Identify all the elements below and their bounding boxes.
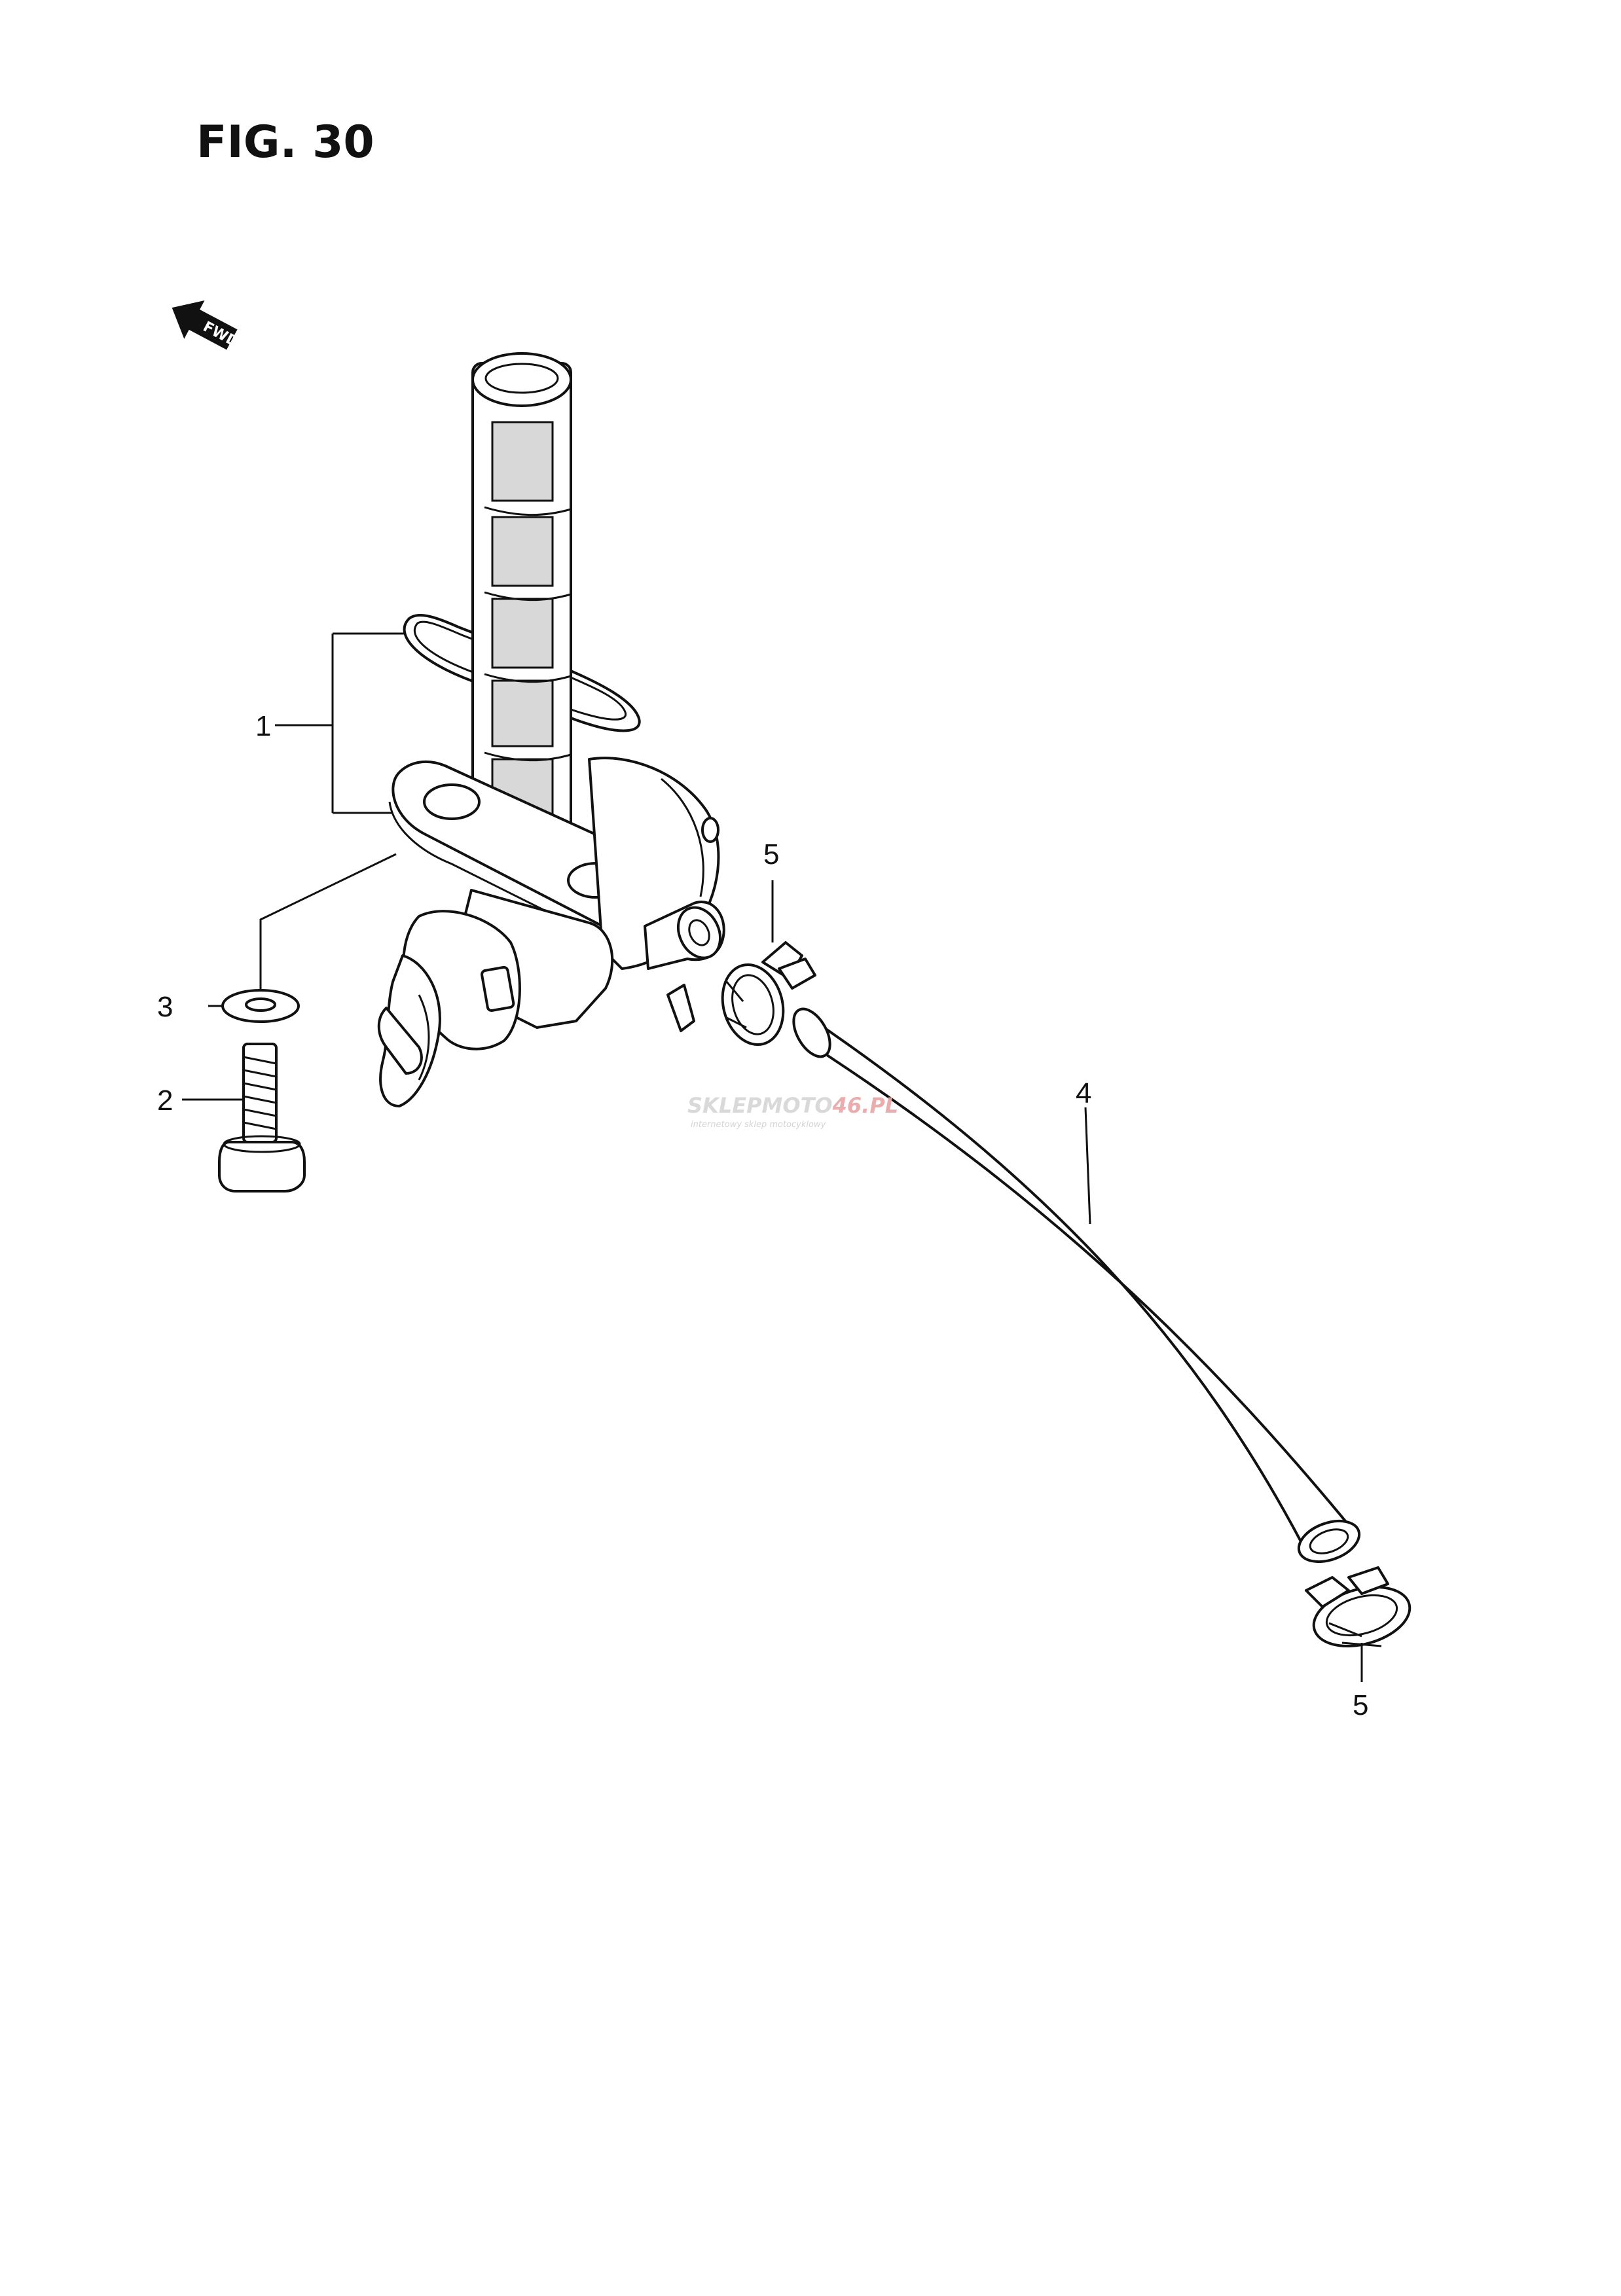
callout-5-upper: 5 — [763, 838, 779, 870]
forward-arrow-icon: FWD — [172, 300, 241, 351]
watermark-brand-gray: SKLEPMOTO — [687, 1093, 833, 1118]
callout-5-lower: 5 — [1353, 1689, 1368, 1721]
callout-3: 3 — [157, 991, 173, 1023]
screw-icon — [218, 1043, 306, 1193]
figure-title: FIG. 30 — [196, 117, 374, 168]
svg-text:SKLEPMOTO46.PL: SKLEPMOTO46.PL — [687, 1093, 898, 1118]
watermark-tagline: internetowy sklep motocyklowy — [691, 1120, 826, 1130]
callout-4: 4 — [1076, 1077, 1091, 1109]
leader-lines — [182, 632, 1363, 1682]
callout-1: 1 — [255, 710, 271, 742]
clamp-icon — [721, 941, 816, 1047]
watermark-brand-red: 46.PL — [832, 1093, 899, 1118]
fuel-cock-icon — [377, 352, 725, 1107]
watermark-logo: SKLEPMOTO46.PL internetowy sklep motocyk… — [687, 1093, 898, 1130]
washer-icon — [221, 989, 300, 1023]
clamp-icon — [1305, 1566, 1412, 1647]
hose-icon — [792, 1007, 1361, 1564]
callout-2: 2 — [157, 1085, 173, 1117]
